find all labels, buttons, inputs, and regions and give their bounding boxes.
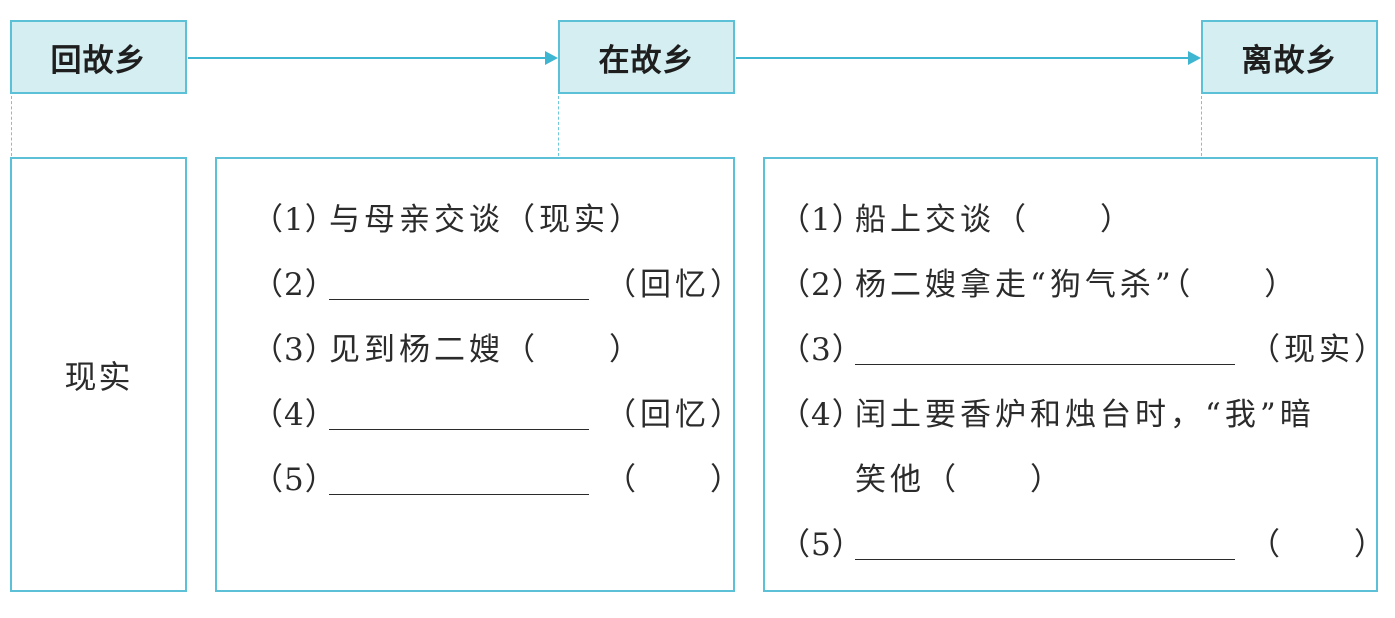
answer-blank — [855, 559, 1235, 560]
answer-blank — [329, 429, 589, 430]
answer-blank — [855, 364, 1235, 365]
item-number: （2） — [252, 267, 337, 303]
list-item: （2） 杨二嫂拿走“狗气杀”（ ） — [765, 261, 1376, 309]
item-number: （5） — [252, 462, 337, 498]
dashed-connector-2 — [558, 96, 559, 156]
item-text: 闰土要香炉和烛台时，“我”暗 — [855, 397, 1315, 433]
dashed-connector-1 — [11, 96, 12, 156]
panel-leave-home: （1） 船上交谈（ ） （2） 杨二嫂拿走“狗气杀”（ ） （3） （现实） （… — [763, 157, 1385, 592]
item-note: （现实） — [1249, 332, 1389, 368]
stage-label: 在故乡 — [598, 42, 695, 79]
list-item: （2） （回忆） — [217, 261, 741, 309]
arrow-head-2-icon — [1188, 51, 1201, 65]
item-number: （4） — [779, 397, 864, 433]
list-item: （1） 船上交谈（ ） — [765, 196, 1376, 244]
item-number: （1） — [252, 202, 337, 238]
arrow-line-1 — [188, 57, 546, 59]
list-item: （1） 与母亲交谈（现实） — [217, 196, 733, 244]
list-item: （4） 闰土要香炉和烛台时，“我”暗 — [765, 391, 1376, 439]
item-note: （回忆） — [605, 267, 745, 303]
list-item-continuation: 笑他（ ） — [765, 456, 1376, 504]
item-note: （ ） — [1249, 527, 1389, 563]
item-number: （1） — [779, 202, 864, 238]
answer-blank — [329, 299, 589, 300]
panel-in-home: （1） 与母亲交谈（现实） （2） （回忆） （3） 见到杨二嫂（ ） （4） … — [215, 157, 741, 592]
arrow-line-2 — [736, 57, 1189, 59]
item-note: （ ） — [605, 462, 745, 498]
stage-box-return-home: 回故乡 — [10, 20, 187, 94]
stage-box-in-home: 在故乡 — [558, 20, 735, 94]
item-number: （2） — [779, 267, 864, 303]
stage-box-leave-home: 离故乡 — [1201, 20, 1378, 94]
answer-blank — [329, 494, 589, 495]
dashed-connector-3 — [1201, 96, 1202, 156]
list-item: （3） 见到杨二嫂（ ） — [217, 326, 733, 374]
item-number: （4） — [252, 397, 337, 433]
panel-return-home: 现实 — [10, 157, 187, 592]
item-text: 与母亲交谈（现实） — [329, 202, 644, 238]
item-note: （回忆） — [605, 397, 745, 433]
stage-label: 离故乡 — [1241, 42, 1338, 79]
list-item: （3） （现实） — [765, 326, 1385, 374]
list-item: （5） （ ） — [765, 521, 1385, 569]
item-text: 船上交谈（ ） — [855, 202, 1135, 238]
item-text: 杨二嫂拿走“狗气杀”（ ） — [855, 267, 1300, 303]
list-item: （4） （回忆） — [217, 391, 741, 439]
item-number: （3） — [252, 332, 337, 368]
list-item: （5） （ ） — [217, 456, 741, 504]
stage-label: 回故乡 — [50, 42, 147, 79]
item-number: （3） — [779, 332, 864, 368]
arrow-head-1-icon — [545, 51, 558, 65]
item-text-continuation: 笑他（ ） — [855, 462, 1065, 498]
panel-label: 现实 — [64, 357, 133, 396]
item-number: （5） — [779, 527, 864, 563]
item-text: 见到杨二嫂（ ） — [329, 332, 644, 368]
